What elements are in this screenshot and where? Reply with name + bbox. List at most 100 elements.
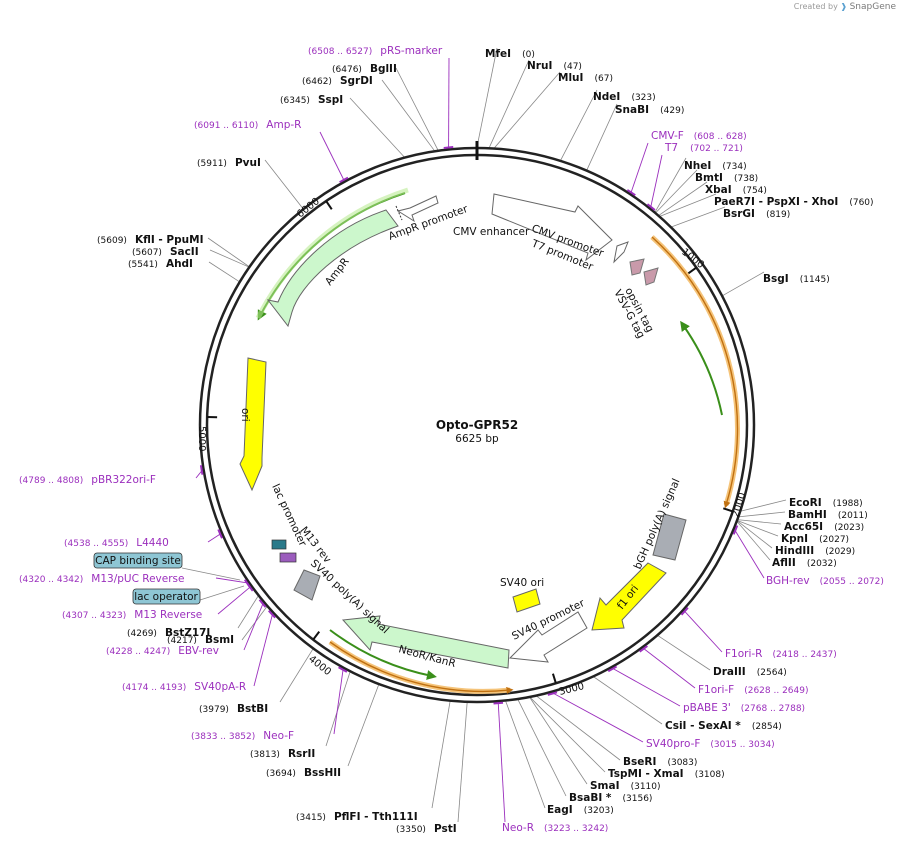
enzyme-label[interactable]: (3979)BstBI: [199, 703, 268, 715]
tick-label-5000: 5000: [196, 426, 207, 451]
neor-kanr-arrow: [341, 615, 510, 669]
enzyme-label[interactable]: PaeR7I - PspXI - XhoI (760): [714, 190, 874, 209]
enzyme-leader: [207, 237, 249, 267]
primer-site-mark: [243, 579, 252, 589]
enzyme-label[interactable]: (6345)SspI: [280, 94, 343, 106]
enzyme-label[interactable]: BamHI (2011): [788, 503, 868, 522]
enzyme-label[interactable]: DraIII (2564): [713, 660, 787, 679]
enzyme-leader: [237, 596, 259, 629]
enzyme-label[interactable]: EagI (3203): [547, 798, 614, 817]
enzyme-label[interactable]: AflII (2032): [772, 551, 837, 570]
enzyme-leader: [659, 181, 708, 216]
enzyme-leader: [586, 103, 618, 170]
enzyme-label[interactable]: (5911)PvuI: [197, 157, 261, 169]
primer-label[interactable]: F1ori-F(2628 .. 2649): [698, 684, 809, 696]
enzyme-label[interactable]: XbaI (754): [705, 178, 767, 197]
enzyme-label[interactable]: Acc65I (2023): [784, 515, 864, 534]
primer-label[interactable]: (4228 .. 4247)EBV-rev: [106, 645, 219, 657]
enzyme-label[interactable]: (3350)PstI: [396, 823, 457, 835]
primer-label[interactable]: pBABE 3'(2768 .. 2788): [683, 702, 805, 714]
enzyme-label[interactable]: BsgI (1145): [763, 267, 830, 286]
label-lac-promoter: lac promoter: [269, 482, 309, 549]
enzyme-label[interactable]: BseRI (3083): [623, 750, 697, 769]
primer-site-mark: [646, 203, 656, 211]
credit-text: Created by: [793, 2, 838, 11]
enzyme-label[interactable]: MfeI (0): [485, 42, 535, 61]
enzyme-leader: [264, 159, 304, 209]
primer-leader: [650, 154, 663, 208]
primer-label[interactable]: (4307 .. 4323)M13 Reverse: [62, 609, 202, 621]
misc-feature-cap[interactable]: CAP binding site: [93, 552, 183, 569]
primer-label[interactable]: Neo-R(3223 .. 3242): [502, 822, 608, 834]
enzyme-label[interactable]: (5607)SacII: [132, 246, 199, 258]
enzyme-label[interactable]: (3694)BssHII: [266, 767, 341, 779]
primer-label[interactable]: (4789 .. 4808)pBR322ori-F: [19, 474, 156, 486]
tick-marks: [207, 141, 734, 684]
plasmid-size: 6625 bp: [455, 433, 499, 445]
enzyme-leader: [349, 97, 405, 158]
tick-label-3000: 3000: [558, 681, 585, 698]
primer-leader: [642, 647, 696, 689]
enzyme-label[interactable]: EcoRI (1988): [789, 491, 863, 510]
ampr-arrow: [266, 209, 399, 328]
primer-label[interactable]: (4538 .. 4555)L4440: [64, 537, 169, 549]
enzyme-labels: MfeI (0) NruI (47) MluI (67) NdeI (323) …: [97, 42, 874, 835]
leader-lines: [181, 47, 787, 823]
primer-leader: [319, 131, 345, 181]
enzyme-leader: [489, 59, 530, 148]
enzyme-leader: [737, 520, 773, 549]
primer-label[interactable]: SV40pro-F(3015 .. 3034): [646, 738, 775, 750]
enzyme-label[interactable]: (5609)KflI - PpuMI: [97, 234, 203, 246]
primer-site-mark: [443, 146, 454, 149]
enzyme-label[interactable]: KpnI (2027): [781, 527, 849, 546]
primer-leader: [243, 602, 264, 651]
enzyme-label[interactable]: NdeI (323): [593, 85, 656, 104]
enzyme-leader: [279, 649, 314, 703]
orange-arc-insert-line: [651, 236, 739, 509]
primer-label[interactable]: T7(702 .. 721): [664, 142, 743, 154]
enzyme-leader: [738, 519, 782, 525]
enzyme-label[interactable]: (6476)BglII: [332, 63, 397, 75]
enzyme-label[interactable]: (3813)RsrII: [250, 748, 315, 760]
lac-operator-box: [132, 588, 201, 605]
primer-label[interactable]: (3833 .. 3852)Neo-F: [191, 730, 294, 742]
enzyme-label[interactable]: (3415)PflFI - Tth111I: [296, 811, 418, 823]
enzyme-label[interactable]: (4217)BsmI: [167, 634, 234, 646]
enzyme-label[interactable]: (6462)SgrDI: [302, 75, 373, 87]
credit: Created by ❱ SnapGene: [794, 2, 896, 12]
enzyme-label[interactable]: BmtI (738): [695, 166, 758, 185]
primer-label[interactable]: BGH-rev(2055 .. 2072): [766, 575, 884, 587]
tick-mark: [722, 507, 734, 513]
primer-label[interactable]: (6091 .. 6110)Amp-R: [194, 119, 301, 131]
green-arc-neo: [329, 629, 437, 680]
bgh-polya-block: [652, 513, 687, 561]
enzyme-label[interactable]: (4269)BstZ17I: [127, 627, 210, 639]
cap-leader: [181, 567, 241, 581]
enzyme-leader: [457, 702, 468, 823]
enzyme-label[interactable]: BsaBI * (3156): [569, 786, 652, 805]
enzyme-leader: [655, 169, 698, 213]
enzyme-leader: [431, 701, 451, 809]
enzyme-label[interactable]: (5541)AhdI: [128, 258, 193, 270]
enzyme-label[interactable]: NruI (47): [527, 54, 582, 73]
enzyme-leader: [530, 697, 606, 773]
primer-label[interactable]: (4174 .. 4193)SV40pA-R: [122, 681, 246, 693]
enzyme-label[interactable]: SmaI (3110): [590, 774, 661, 793]
enzyme-leader: [325, 672, 351, 747]
enzyme-label[interactable]: SnaBI (429): [615, 98, 684, 117]
misc-feature-lacop[interactable]: lac operator: [132, 588, 201, 605]
cap-lacop-block: [271, 539, 287, 550]
enzyme-label[interactable]: BsrGI (819): [723, 202, 790, 221]
enzyme-label[interactable]: NheI (734): [684, 154, 747, 173]
enzyme-leader: [505, 701, 546, 809]
enzyme-label[interactable]: MluI (67): [558, 66, 613, 85]
primer-label[interactable]: (6508 .. 6527)pRS-marker: [308, 45, 443, 57]
enzyme-label[interactable]: TspMI - XmaI (3108): [608, 762, 725, 781]
enzyme-leader: [529, 697, 588, 785]
primer-site-mark: [199, 465, 204, 475]
enzyme-label[interactable]: CsiI - SexAI * (2854): [665, 714, 782, 733]
primer-label[interactable]: F1ori-R(2418 .. 2437): [725, 648, 837, 660]
enzyme-label[interactable]: HindIII (2029): [775, 539, 855, 558]
primer-label[interactable]: (4320 .. 4342)M13/pUC Reverse: [19, 573, 184, 585]
primer-label[interactable]: CMV-F(608 .. 628): [651, 130, 747, 142]
